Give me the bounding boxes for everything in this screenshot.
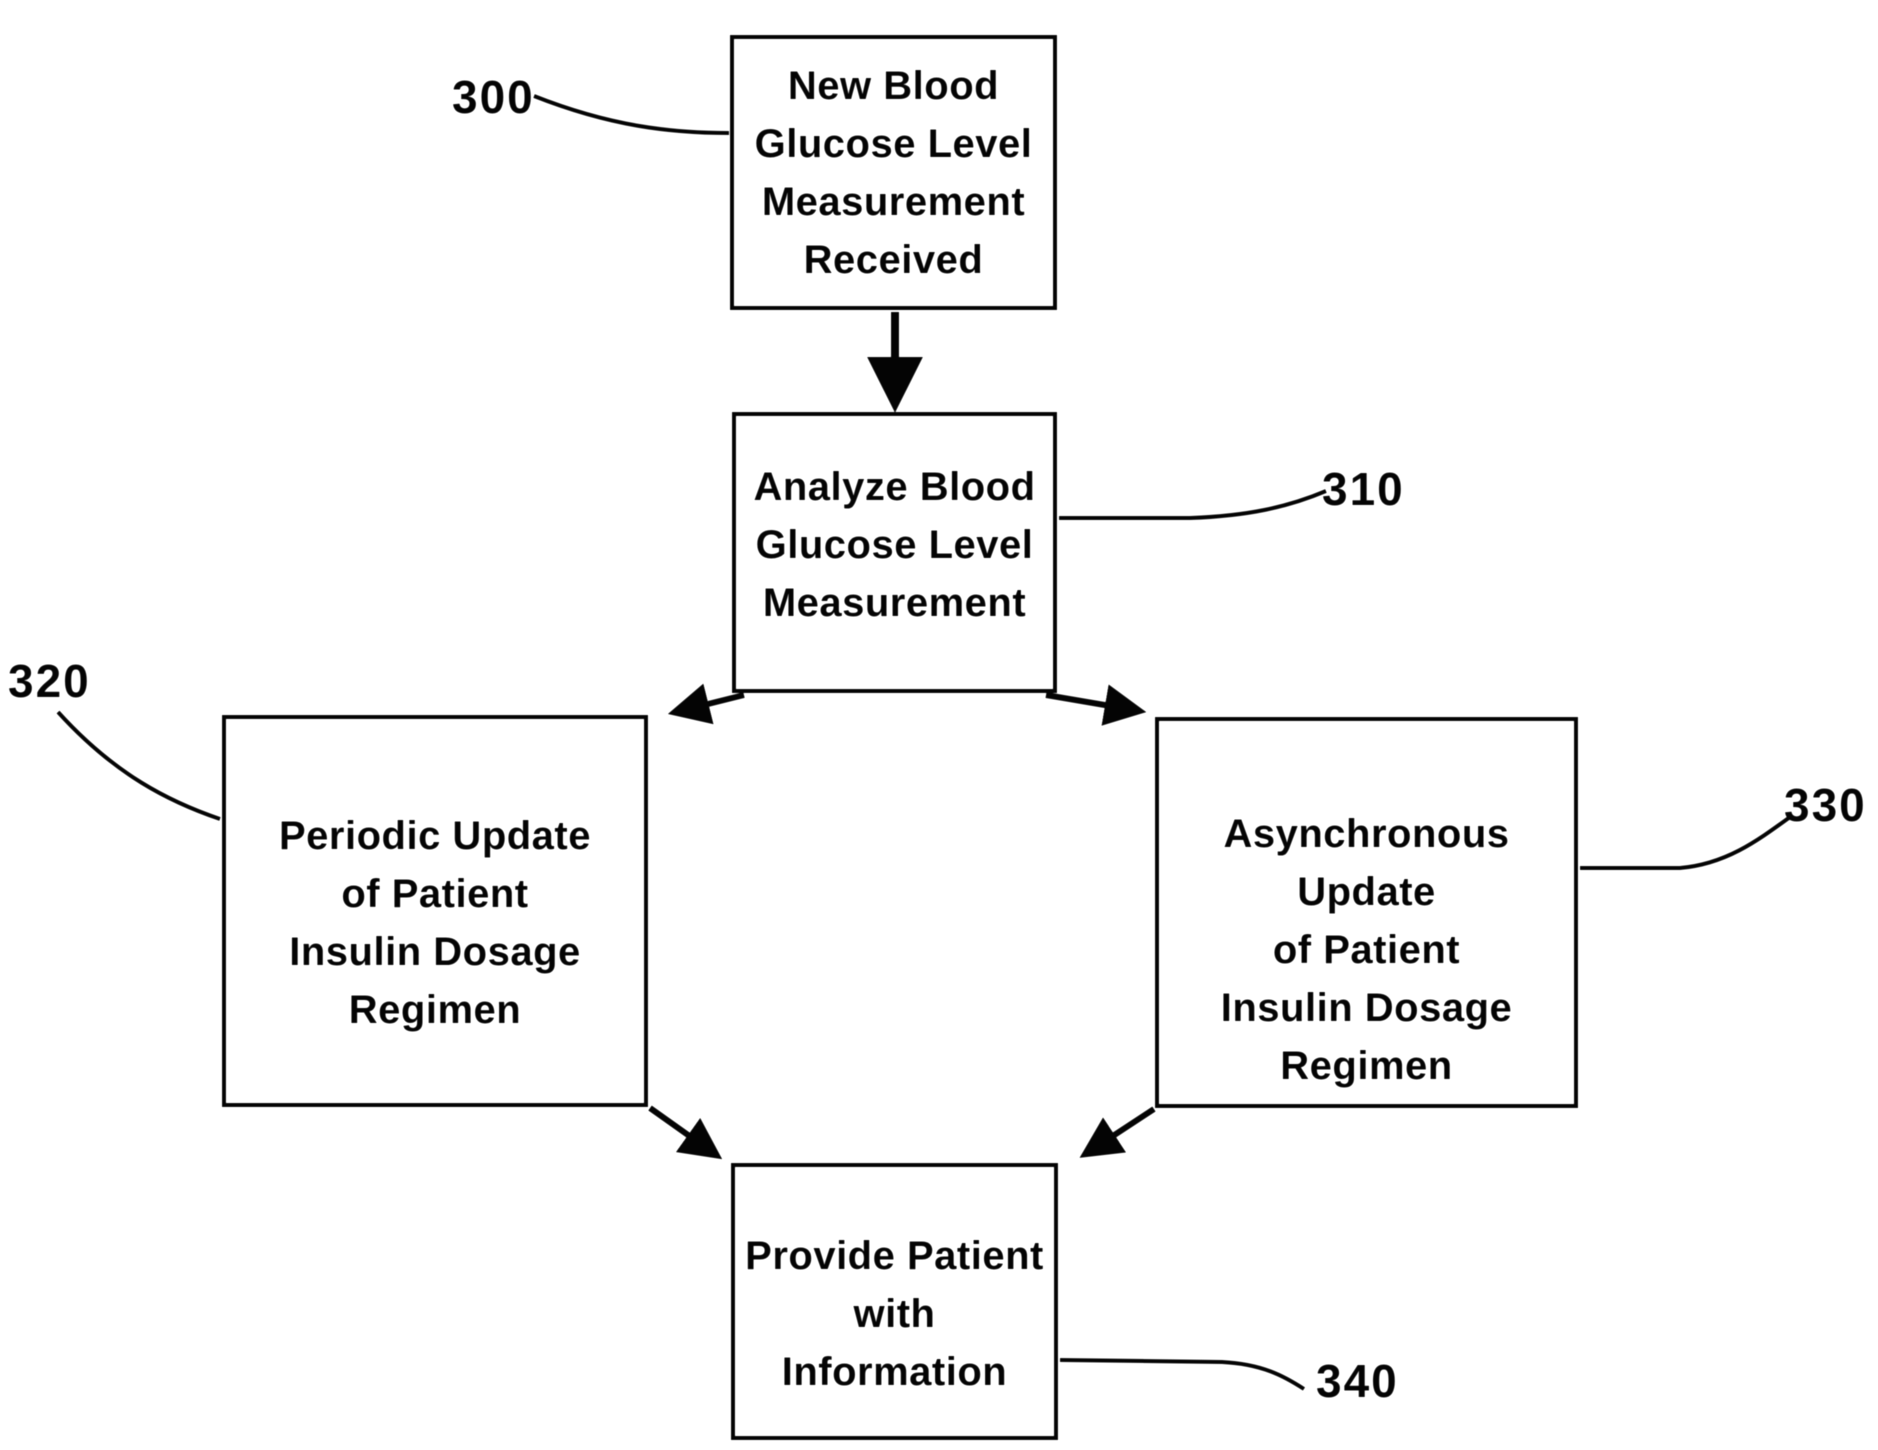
leader-line-330 [1580, 815, 1792, 870]
leader-line-310 [1059, 489, 1327, 520]
leader-line-340 [1059, 1358, 1306, 1391]
ref-label-310: 310 [1322, 463, 1405, 515]
ref-label-340: 340 [1316, 1355, 1399, 1407]
flow-box-periodic-update: Periodic Update of Patient Insulin Dosag… [222, 715, 648, 1107]
arrow-async-to-provide [1079, 1106, 1156, 1158]
ref-label-330: 330 [1784, 779, 1867, 831]
ref-label-300: 300 [452, 71, 535, 123]
leader-line-300 [533, 94, 730, 135]
arrow-analyze-to-periodic [667, 683, 745, 725]
flow-box-analyze-measurement: Analyze Blood Glucose Level Measurement [732, 412, 1057, 693]
ref-label-320: 320 [8, 655, 91, 707]
flow-box-asynchronous-update: Asynchronous Update of Patient Insulin D… [1155, 717, 1578, 1108]
arrow-analyze-to-async [1045, 684, 1147, 726]
flow-box-provide-information: Provide Patient with Information [731, 1163, 1058, 1440]
leader-line-320 [56, 710, 221, 821]
flow-box-new-measurement-received: New Blood Glucose Level Measurement Rece… [730, 35, 1057, 310]
arrow-periodic-to-provide [648, 1105, 723, 1160]
